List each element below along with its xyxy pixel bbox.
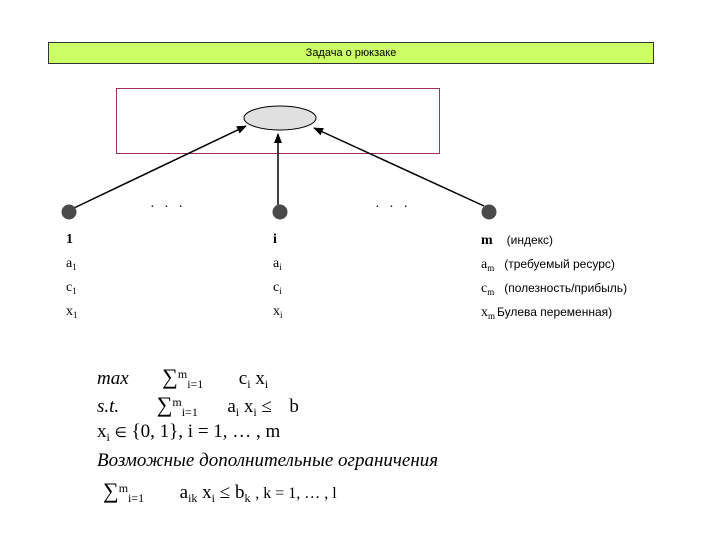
legend-resource: (требуемый ресурс) [504,257,615,271]
c-var: c [238,368,248,389]
legend-utility: (полезность/прибыль) [504,281,628,295]
item-m-index: m [481,233,493,248]
b-var: b [289,396,299,417]
arrow-m [313,127,485,207]
sum-symbol: ∑ [162,364,178,389]
item-node-m [481,204,497,220]
domain-formula: xi ∈ {0, 1}, i = 1, … , m [97,421,280,443]
item-node-1 [61,204,77,220]
sum-sub: i=1 [187,377,204,391]
item-1-a-sub: 1 [72,262,77,272]
item-m-a: a [481,257,488,272]
arrow-1 [73,125,247,209]
item-m-a-sub: m [487,263,495,273]
sum-sup-3: m [118,481,129,495]
ellipsis-right: · · · [375,200,411,215]
aik-var: a [179,482,189,503]
leq-symbol-2: ≤ [219,482,231,503]
a-sub: i [235,405,240,419]
item-i-x: x [273,304,280,319]
x-var-2: x [243,396,254,417]
item-1-index: 1 [66,232,73,247]
extra-constraints-heading: Возможные дополнительные ограничения [97,450,439,471]
item-1-a: a [66,256,73,271]
x-var-4: x [202,482,212,503]
leq-symbol: ≤ [261,396,272,417]
aik-sub: ik [188,491,198,505]
sum-symbol-3: ∑ [103,478,119,503]
sum-sup: m [177,367,188,381]
item-m-c-sub: m [487,287,495,297]
item-m-labels: m(индекс) am(требуемый ресурс) cm(полезн… [481,233,627,329]
item-i-a-sub: i [279,262,282,272]
x-sub: i [264,377,269,391]
item-i-a: a [273,256,280,271]
domain-text: {0, 1}, i = 1, … , m [131,421,281,442]
x-var: x [255,368,265,389]
st-keyword: s.t. [97,396,120,417]
item-m-c: c [481,281,488,296]
item-1-c: c [66,280,73,295]
c-sub: i [247,377,251,391]
item-1-x-sub: 1 [73,310,78,320]
legend-boolean: Булева переменная) [497,305,613,319]
in-symbol: ∈ [114,426,127,441]
item-i-labels: i ai ci xi [273,233,283,329]
item-i-c-sub: i [279,286,282,296]
constraint-formula: s.t. ∑mi=1 ai xi ≤ b [97,392,299,418]
k-range: , k = 1, … , l [255,485,337,502]
sum-sub-3: i=1 [128,491,145,505]
item-m-x: x [481,305,488,320]
item-1-x: x [66,304,73,319]
bk-var: b [234,482,245,503]
sum-sub-2: i=1 [181,405,198,419]
a-var: a [227,396,236,417]
x-sub-4: i [211,491,216,505]
item-i-x-sub: i [280,310,283,320]
diagram-title: Задача о рюкзаке [305,47,397,59]
item-1-c-sub: 1 [72,286,77,296]
x-sub-3: i [106,430,110,444]
legend-index: (индекс) [506,233,554,247]
objective-formula: max ∑mi=1 ci xi [97,364,268,390]
x-var-3: x [97,421,107,442]
sum-symbol-2: ∑ [156,392,173,417]
max-keyword: max [97,368,129,389]
knapsack-node [243,105,317,131]
item-1-labels: 1 a1 c1 x1 [66,233,78,329]
item-m-x-sub: m [488,311,496,321]
extra-constraint-formula: ∑mi=1 aik xi ≤ bk , k = 1, … , l [103,478,337,504]
ellipsis-left: · · · [150,200,186,215]
item-i-index: i [273,232,277,247]
bk-sub: k [244,491,251,505]
sum-sup-2: m [172,395,182,409]
title-bar: Задача о рюкзаке [48,42,654,64]
item-i-c: c [273,280,280,295]
item-node-i [272,204,288,220]
x-sub-2: i [253,405,257,419]
